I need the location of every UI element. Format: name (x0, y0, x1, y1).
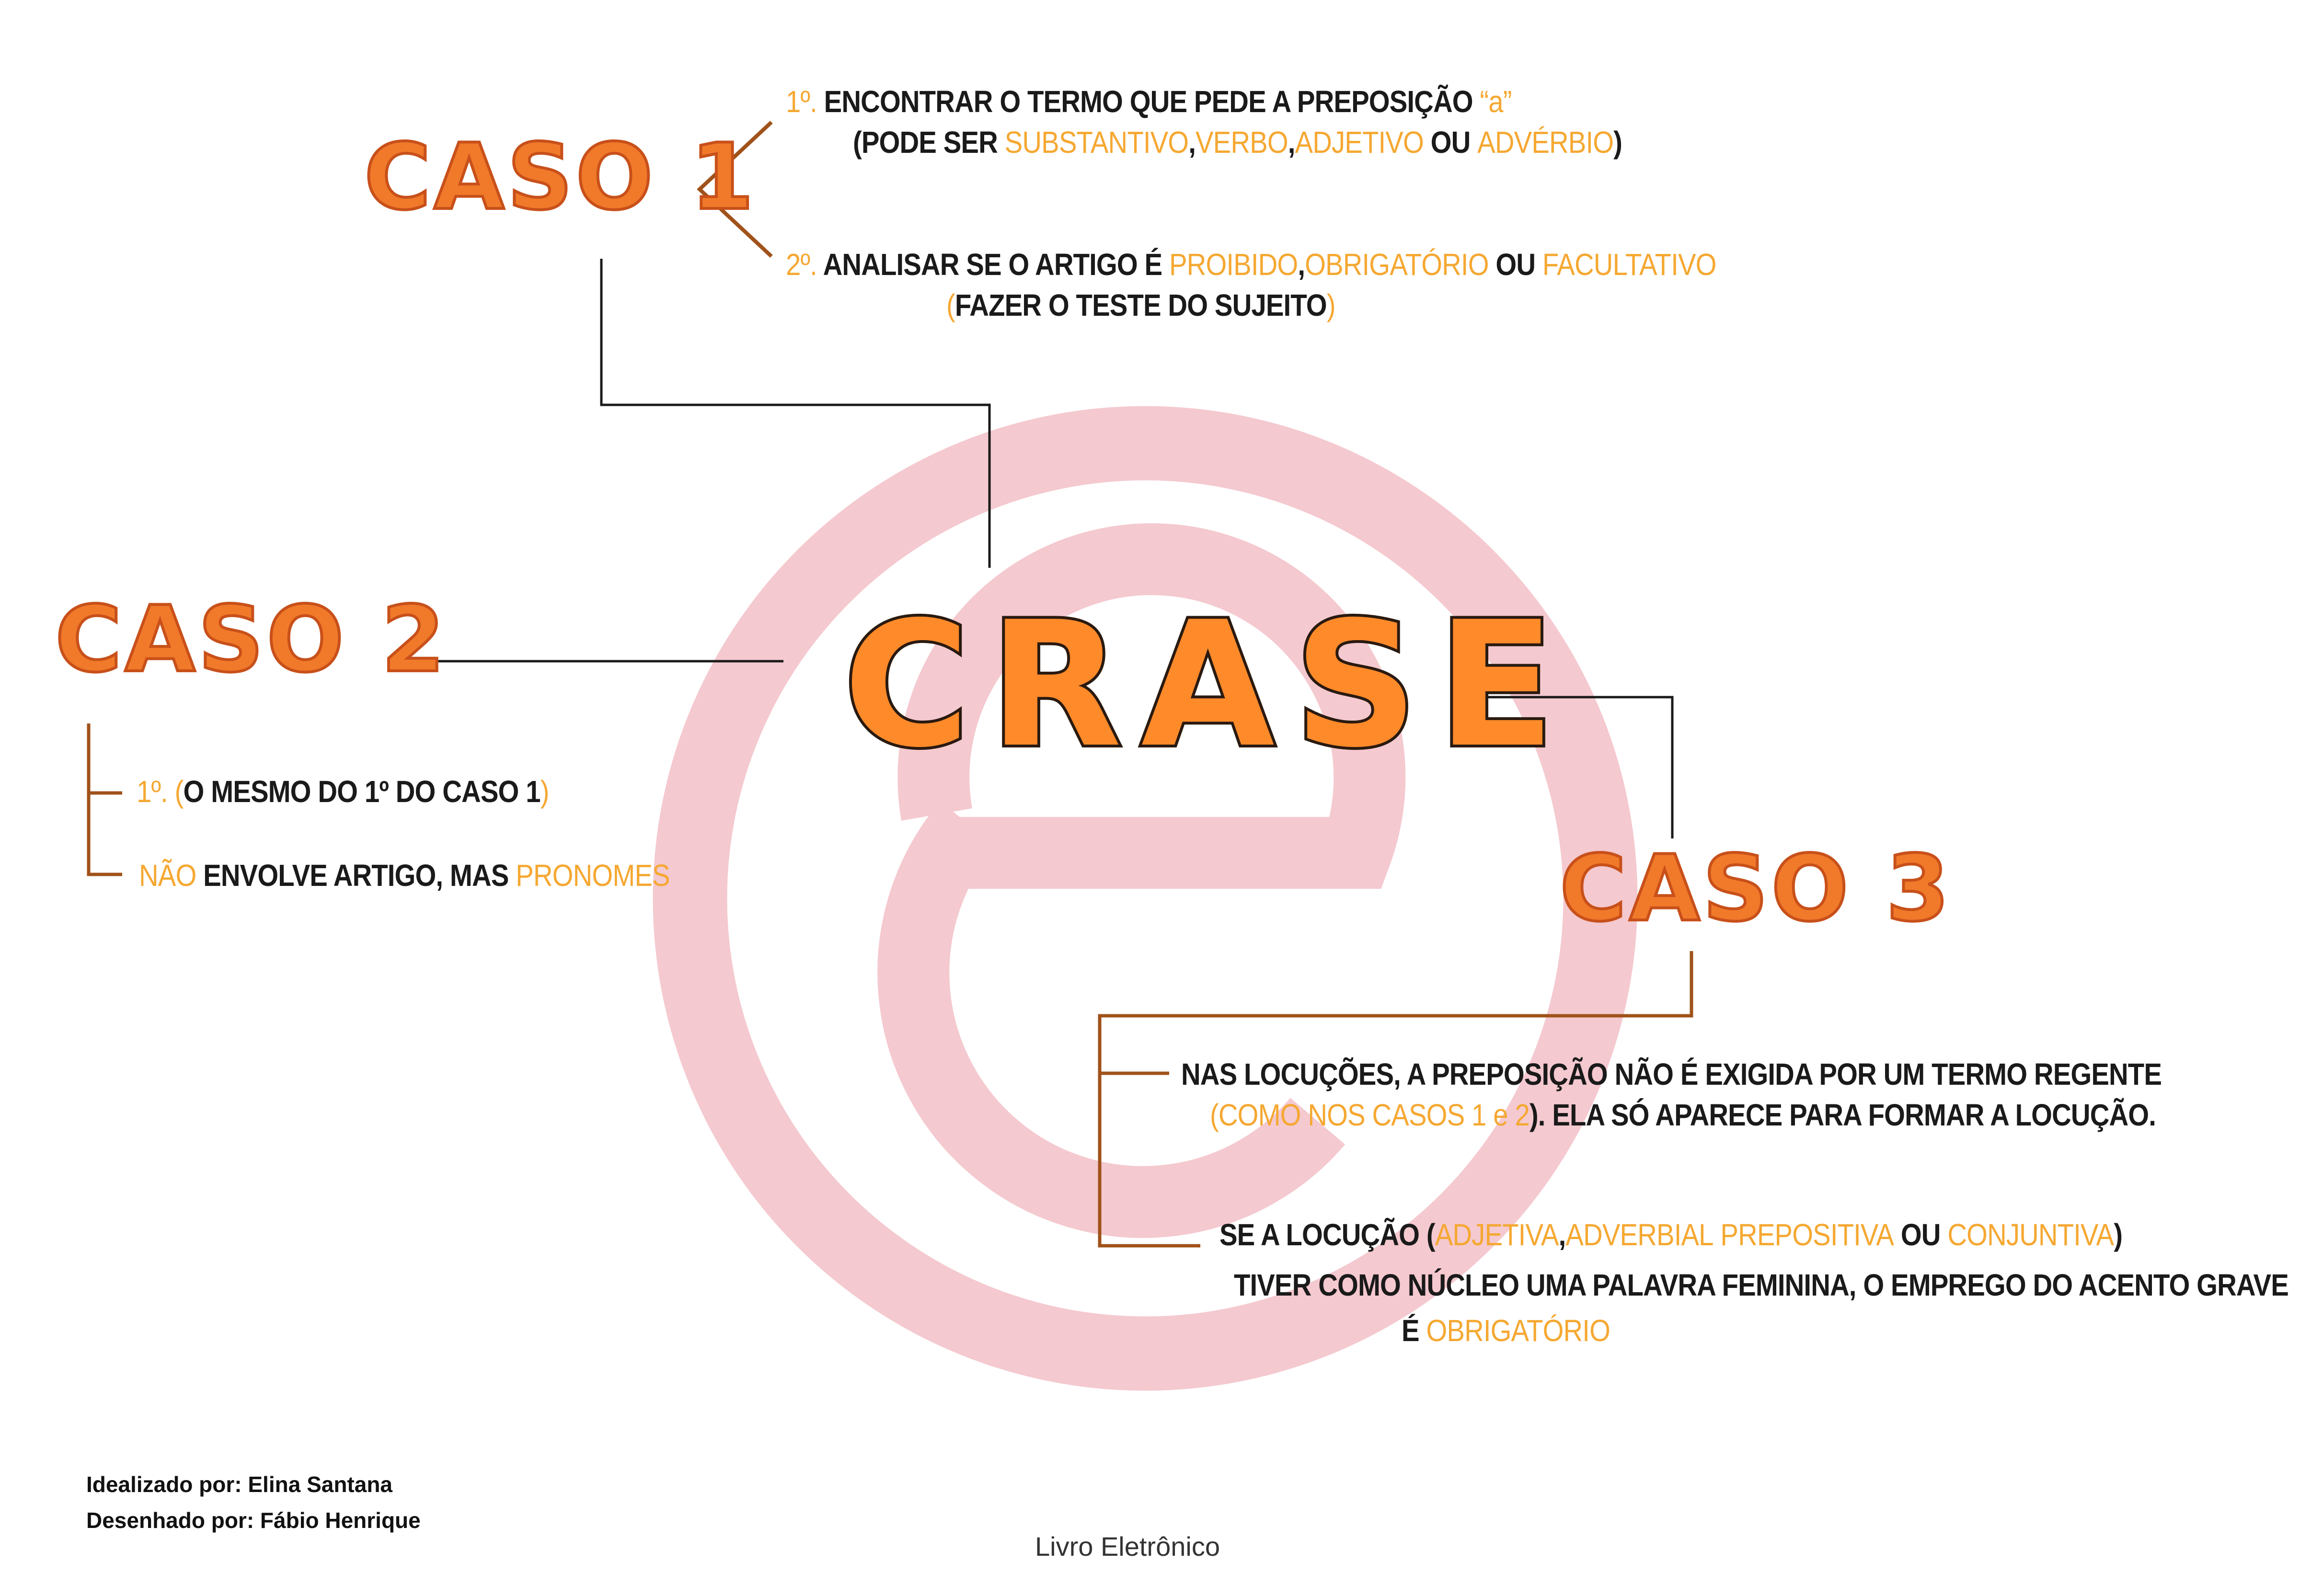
caso3-item2-line1: SE A LOCUÇÃO (ADJETIVA,ADVERBIAL PREPOSI… (1219, 1217, 2123, 1252)
caso2-item1: 1º. (O MESMO DO 1º DO CASO 1) (137, 774, 549, 809)
caso2-item-bracket (87, 723, 122, 876)
caso1-item1-line1: 1º. ENCONTRAR O TERMO QUE PEDE A PREPOSI… (786, 84, 1512, 119)
caso3-heading: CASO 3 (1558, 836, 1953, 942)
caso3-connector (1483, 696, 1674, 838)
caso3-item2-line2: TIVER COMO NÚCLEO UMA PALAVRA FEMININA, … (1234, 1268, 2289, 1302)
crase-title: CRASE (840, 585, 1575, 785)
caso2-item2: NÃO ENVOLVE ARTIGO, MAS PRONOMES (139, 858, 670, 893)
footer-label: Livro Eletrônico (1035, 1531, 1220, 1562)
caso1-item1-number: 1º. (786, 84, 817, 119)
caso1-heading: CASO 1 (363, 124, 757, 230)
caso3-item-bracket (1098, 951, 1693, 1248)
caso1-item1-line2: (PODE SER SUBSTANTIVO,VERBO,ADJETIVO OU … (853, 125, 1622, 160)
caso2-item1-number: 1º. (137, 774, 168, 809)
caso1-item2-line1: 2º. ANALISAR SE O ARTIGO É PROIBIDO,OBRI… (786, 247, 1716, 282)
caso2-heading: CASO 2 (54, 586, 448, 692)
credit-designer: Desenhado por: Fábio Henrique (86, 1508, 421, 1533)
caso1-connector (600, 259, 991, 568)
caso1-item2-number: 2º. (786, 247, 817, 282)
caso1-item2-line2: (FAZER O TESTE DO SUJEITO) (946, 288, 1335, 322)
caso3-item2-line3: É OBRIGATÓRIO (1402, 1313, 1610, 1348)
caso3-item1-line2: (COMO NOS CASOS 1 e 2). ELA SÓ APARECE P… (1210, 1098, 2156, 1132)
caso3-item1-line1: NAS LOCUÇÕES, A PREPOSIÇÃO NÃO É EXIGIDA… (1181, 1057, 2162, 1091)
caso1-branch-bracket (697, 121, 773, 258)
credit-idealizer: Idealizado por: Elina Santana (86, 1472, 393, 1497)
